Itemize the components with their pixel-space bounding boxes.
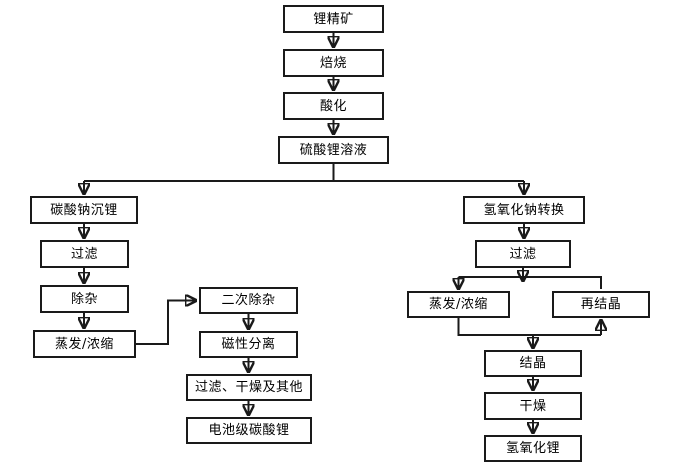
process-node-battery-grade-lithium-carbonate[interactable]: 电池级碳酸锂 (186, 417, 312, 444)
node-label: 过滤 (509, 246, 537, 262)
node-label: 除杂 (70, 291, 98, 307)
node-label: 焙烧 (319, 55, 347, 71)
process-node-secondary-impurity-removal[interactable]: 二次除杂 (199, 287, 298, 314)
process-node-evaporation-concentration-left[interactable]: 蒸发/浓缩 (33, 330, 136, 358)
node-label: 锂精矿 (313, 11, 354, 27)
node-label: 酸化 (319, 98, 347, 114)
node-label: 结晶 (519, 356, 547, 371)
edge-n15-bus (457, 318, 601, 336)
edge-split-bus (84, 164, 335, 182)
process-node-lithium-hydroxide[interactable]: 氢氧化锂 (484, 435, 582, 462)
node-label: 氢氧化锂 (505, 441, 560, 456)
node-label: 干燥 (519, 398, 547, 414)
process-node-acidification[interactable]: 酸化 (283, 92, 384, 120)
process-node-lithium-sulfate-solution[interactable]: 硫酸锂溶液 (278, 136, 389, 164)
process-node-drying[interactable]: 干燥 (484, 392, 582, 420)
node-label: 过滤 (70, 246, 98, 262)
process-node-magnetic-separation[interactable]: 磁性分离 (199, 331, 298, 358)
edge-n14-bus (458, 268, 524, 278)
node-label: 碳酸钠沉锂 (50, 202, 118, 218)
node-label: 氢氧化钠转换 (483, 202, 565, 218)
process-node-filtration-right[interactable]: 过滤 (475, 240, 571, 268)
node-label: 再结晶 (580, 297, 622, 312)
node-label: 蒸发/浓缩 (429, 297, 488, 312)
process-node-sodium-carbonate-precipitation[interactable]: 碳酸钠沉锂 (30, 196, 138, 224)
edge-n8-n9 (136, 301, 196, 345)
process-node-lithium-concentrate[interactable]: 锂精矿 (283, 5, 384, 33)
process-node-evaporation-concentration-right[interactable]: 蒸发/浓缩 (407, 291, 510, 318)
node-label: 过滤、干燥及其他 (194, 380, 303, 395)
node-label: 硫酸锂溶液 (299, 142, 368, 158)
process-node-sodium-hydroxide-conversion[interactable]: 氢氧化钠转换 (463, 196, 585, 224)
node-label: 电池级碳酸锂 (208, 423, 290, 438)
process-node-roasting[interactable]: 焙烧 (283, 49, 384, 77)
node-label: 蒸发/浓缩 (55, 336, 114, 352)
edge-n14-n16 (523, 276, 602, 289)
process-node-filtration-drying-other[interactable]: 过滤、干燥及其他 (186, 374, 312, 401)
node-label: 磁性分离 (221, 337, 276, 352)
process-node-crystallization[interactable]: 结晶 (484, 350, 582, 377)
process-node-impurity-removal[interactable]: 除杂 (40, 285, 129, 313)
process-node-filtration-left[interactable]: 过滤 (40, 240, 129, 268)
node-label: 二次除杂 (221, 293, 276, 308)
process-node-recrystallization[interactable]: 再结晶 (552, 291, 650, 318)
